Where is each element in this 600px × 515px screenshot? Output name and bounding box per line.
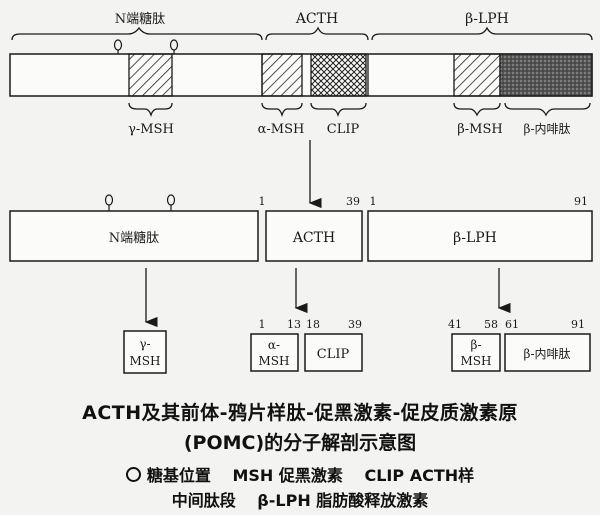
b-msh-end-number: 58 <box>484 318 498 331</box>
segment-g-msh <box>128 53 173 97</box>
acth-fragment <box>265 210 363 262</box>
precursor-label-n-terminal: N端糖肽 <box>115 11 165 27</box>
product-b-endorphin-label: β-内啡肽 <box>524 346 571 361</box>
segment-a-msh <box>261 53 303 97</box>
a-msh-end-number: 13 <box>287 318 301 331</box>
b-lph-start-number: 1 <box>370 195 377 208</box>
b-endorphin-end-number: 91 <box>571 318 585 331</box>
segment-b-msh <box>453 53 501 97</box>
figure-caption-line2: (POMC)的分子解剖示意图 <box>183 432 417 454</box>
legend-glyco-site: 糖基位置 <box>146 466 211 485</box>
legend-line2: 中间肽段 β-LPH 脂肪酸释放激素 <box>0 487 600 511</box>
product-a-msh-line2: MSH <box>259 354 290 368</box>
b-lph-end-number: 91 <box>574 195 588 208</box>
glycosylation-marker <box>113 39 123 54</box>
product-b-msh <box>451 333 501 372</box>
acth-fragment-label: ACTH <box>292 230 335 246</box>
segment-clip <box>310 53 367 97</box>
figure-caption-line1: ACTH及其前体-鸦片样肽-促黑激素-促皮质激素原 <box>82 402 518 424</box>
precursor-label-b-lph: β-LPH <box>465 11 509 27</box>
label-a-msh: α-MSH <box>258 122 305 137</box>
b-lph-fragment-label: β-LPH <box>453 230 497 246</box>
brace-n-terminal <box>11 26 263 41</box>
label-g-msh: γ-MSH <box>128 122 174 137</box>
acth-start-number: 1 <box>259 195 266 208</box>
glycosylation-marker <box>104 194 114 211</box>
b-endorphin-start-number: 61 <box>505 318 519 331</box>
product-a-msh-line1: α- <box>268 338 280 352</box>
label-b-msh: β-MSH <box>457 122 502 137</box>
product-g-msh-line1: γ- <box>139 337 150 351</box>
brace-b-lph <box>371 26 593 41</box>
segment-b-endorphin <box>499 53 593 97</box>
label-clip: CLIP <box>327 122 360 137</box>
label-b-endorphin: β-内啡肽 <box>524 121 571 136</box>
legend-line1: 糖基位置 MSH 促黑激素 CLIP ACTH样 <box>0 462 600 486</box>
glycosylation-legend-icon <box>125 467 141 482</box>
product-g-msh <box>123 330 167 374</box>
glycosylation-marker <box>169 39 179 54</box>
legend-msh-desc: 促黑激素 <box>278 466 343 485</box>
glycosylation-marker <box>166 194 176 211</box>
legend-msh-term: MSH <box>232 466 274 485</box>
b-lph-fragment <box>367 210 593 262</box>
legend-lph-desc: 脂肪酸释放激素 <box>316 491 429 510</box>
product-b-endorphin <box>504 333 591 372</box>
product-b-msh-line1: β- <box>471 338 482 352</box>
a-msh-start-number: 1 <box>259 318 266 331</box>
n-terminal-fragment-label: N端糖肽 <box>109 230 159 246</box>
b-msh-start-number: 41 <box>448 318 462 331</box>
product-a-msh <box>250 333 299 372</box>
legend-clip-desc2: 中间肽段 <box>171 491 236 510</box>
clip-end-number: 39 <box>348 318 362 331</box>
precursor-label-acth: ACTH <box>295 11 338 27</box>
legend-lph-term: β-LPH <box>257 491 311 510</box>
n-terminal-fragment <box>9 210 259 262</box>
product-b-msh-line2: MSH <box>461 354 492 368</box>
product-g-msh-line2: MSH <box>130 354 161 368</box>
legend-clip-desc: ACTH样 <box>409 466 475 485</box>
clip-start-number: 18 <box>306 318 320 331</box>
legend-clip-term: CLIP <box>364 466 405 485</box>
product-clip-label: CLIP <box>317 347 350 362</box>
product-clip <box>304 333 363 372</box>
brace-acth <box>265 26 369 41</box>
acth-end-number: 39 <box>346 195 360 208</box>
